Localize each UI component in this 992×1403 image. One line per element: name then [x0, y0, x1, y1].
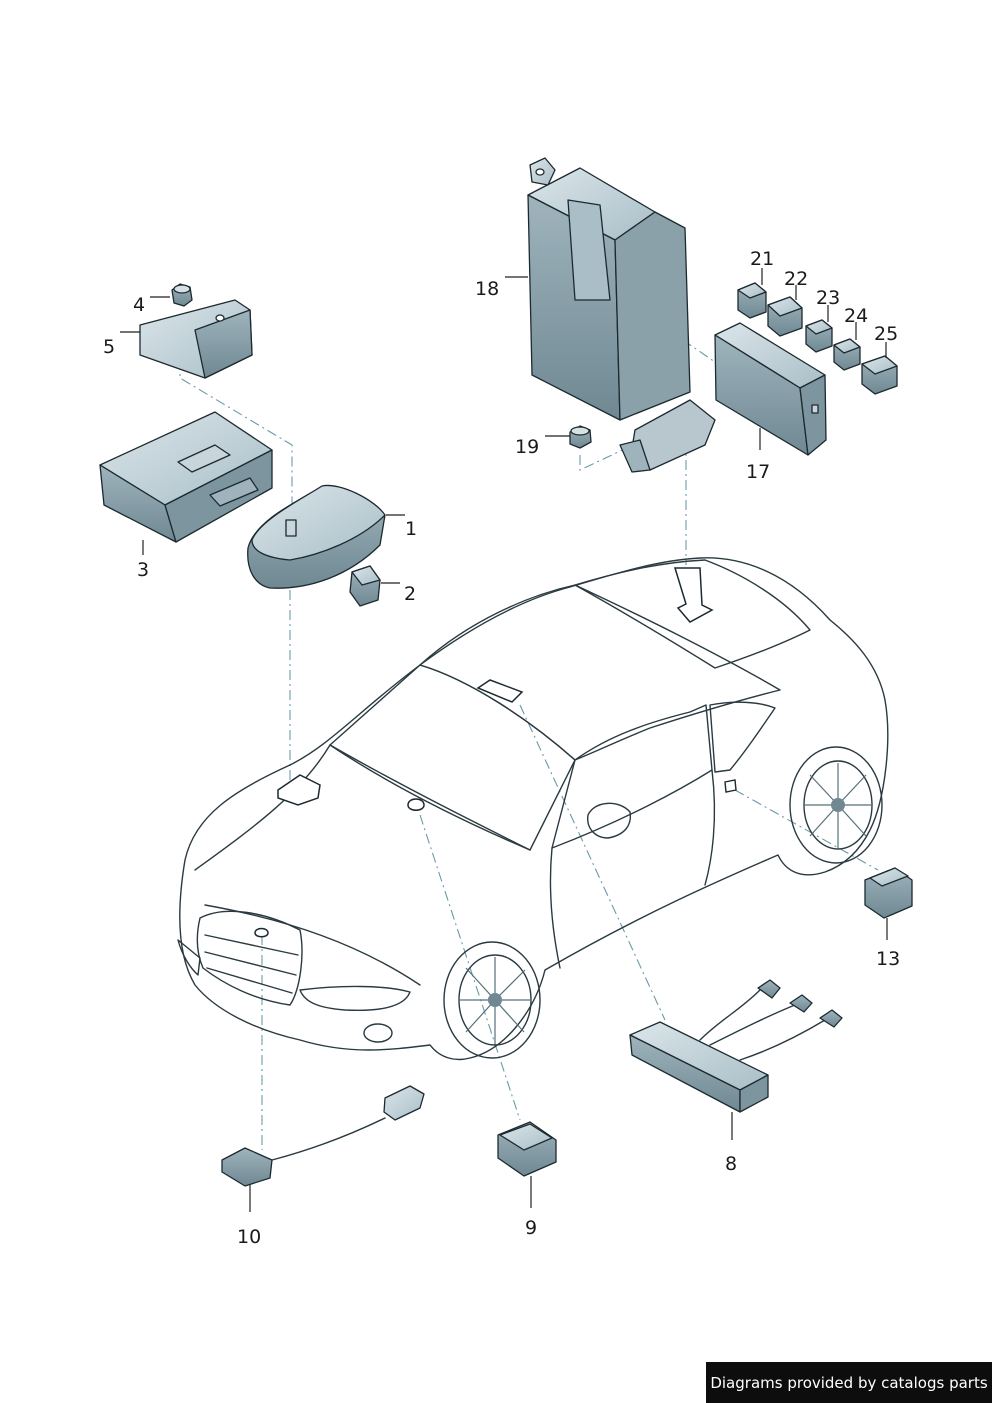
- callout-3: 3: [137, 559, 149, 581]
- part-19-nut[interactable]: [569, 425, 592, 449]
- part-9-switch[interactable]: [497, 1121, 557, 1177]
- callout-17: 17: [746, 461, 770, 483]
- callout-25: 25: [874, 323, 898, 345]
- part-2-connector[interactable]: [349, 565, 381, 607]
- part-18-mounting-bracket[interactable]: [527, 157, 716, 473]
- roof-marker: [476, 679, 524, 703]
- hood-marker: [277, 774, 321, 806]
- callout-24: 24: [844, 305, 868, 327]
- part-17-control-module[interactable]: [714, 322, 827, 456]
- windshield-marker: [407, 798, 425, 811]
- car-body: [177, 557, 889, 1061]
- part-22-connector[interactable]: [767, 296, 803, 337]
- part-23-connector[interactable]: [805, 319, 833, 353]
- callout-4: 4: [133, 294, 145, 316]
- callout-leaders: [120, 268, 888, 1212]
- part-24-connector[interactable]: [833, 338, 861, 371]
- callout-2: 2: [404, 583, 416, 605]
- callout-22: 22: [784, 268, 808, 290]
- part-4-nut[interactable]: [171, 283, 193, 307]
- part-8-antenna-module[interactable]: [629, 979, 843, 1113]
- part-1-sensor-housing[interactable]: [247, 484, 386, 589]
- front-wheel-spokes: [460, 957, 530, 1044]
- callout-1: 1: [405, 518, 417, 540]
- callout-5: 5: [103, 336, 115, 358]
- callout-13: 13: [876, 948, 900, 970]
- part-5-bracket[interactable]: [139, 299, 253, 379]
- callout-23: 23: [816, 287, 840, 309]
- callout-18: 18: [475, 278, 499, 300]
- callout-9: 9: [525, 1217, 537, 1239]
- part-13-switch[interactable]: [864, 867, 913, 919]
- callout-10: 10: [237, 1226, 261, 1248]
- part-25-connector[interactable]: [861, 355, 898, 395]
- credit-banner: Diagrams provided by catalogs parts: [706, 1362, 992, 1403]
- callout-labels: 1 2 3 4 5 8 9 10 13 17 18 19 21 22 23 24…: [103, 248, 900, 1248]
- callout-19: 19: [515, 436, 539, 458]
- callout-8: 8: [725, 1153, 737, 1175]
- part-21-connector[interactable]: [737, 282, 767, 319]
- part-10-sensor-harness[interactable]: [221, 1085, 425, 1187]
- grille-marker: [254, 927, 269, 938]
- door-marker: [724, 779, 737, 793]
- sunroof-arrow-marker: [673, 567, 714, 623]
- callout-21: 21: [750, 248, 774, 270]
- part-3-control-unit[interactable]: [99, 411, 273, 543]
